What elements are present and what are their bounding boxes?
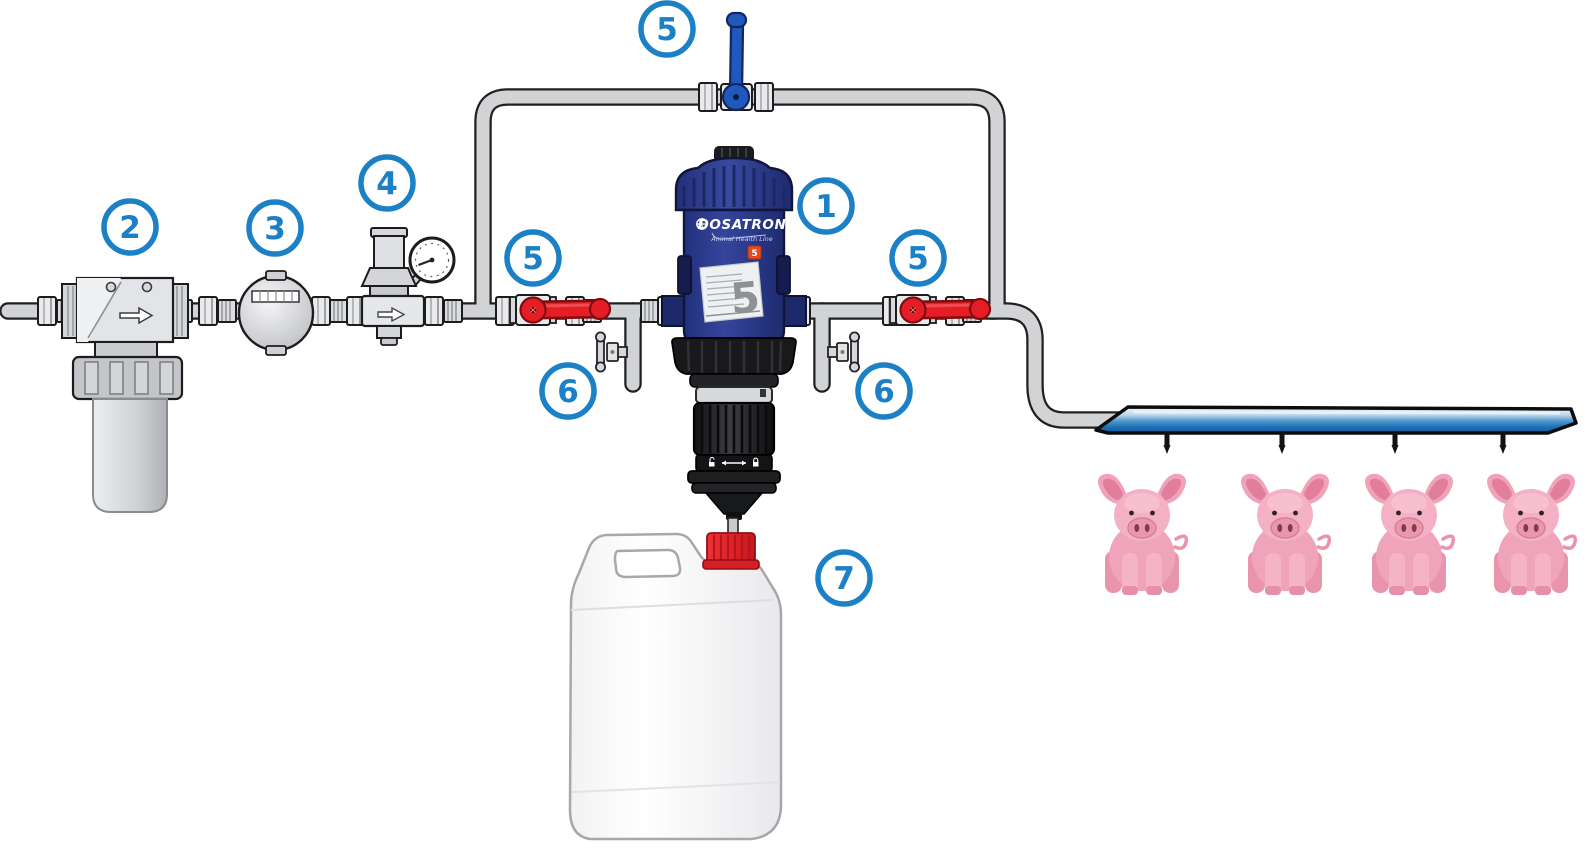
water-filter: [61, 276, 189, 513]
callout-5-bypass: 5: [641, 3, 693, 55]
pump-right-latch: [776, 255, 791, 295]
right-drain-valve: [827, 331, 860, 373]
filter-neck: [94, 341, 158, 358]
pig: [1485, 472, 1578, 597]
pipe-nut: [754, 82, 774, 112]
canister-body: [568, 532, 783, 841]
pig: [1363, 472, 1456, 597]
pump-suction-cone: [704, 492, 764, 515]
pressure-regulator: [360, 227, 456, 346]
dosatron-logo-mark: [696, 218, 708, 230]
drinking-nipple: [1391, 432, 1399, 454]
pump-left-latch: [677, 255, 692, 295]
pig: [1239, 472, 1332, 597]
svg-text:3: 3: [264, 211, 286, 247]
svg-text:5: 5: [656, 12, 678, 48]
pump-badge: 5: [747, 245, 762, 260]
pigs: [1096, 472, 1578, 597]
flow-direction-arrow-icon: [119, 306, 154, 325]
svg-text:5: 5: [751, 249, 757, 259]
left-drain-valve: [595, 331, 628, 373]
callout-6-right: 6: [858, 365, 910, 417]
canister-shoulder-line: [570, 599, 774, 611]
callout-6-left: 6: [542, 365, 594, 417]
concentrate-canister: [568, 532, 783, 841]
pump-size-number: 5: [728, 272, 761, 323]
pump-right-port: [781, 295, 807, 327]
bypass-valve-handle: [728, 15, 745, 96]
callout-7: 7: [818, 552, 870, 604]
pump-spec-label: 5: [699, 261, 764, 324]
meter-body: [237, 274, 315, 352]
regulator-bell: [360, 267, 418, 287]
pig: [1096, 472, 1189, 597]
callout-3: 3: [249, 202, 301, 254]
meter-bottom-tab: [265, 345, 287, 356]
logo-swoosh: [711, 232, 767, 240]
pump-locking-collar: [671, 337, 797, 375]
pump-left-port: [661, 295, 687, 327]
pipe-thread: [329, 299, 349, 323]
meter-top-tab: [265, 270, 287, 281]
pump-lower-flange: [687, 470, 781, 484]
callout-5-downstream: 5: [892, 232, 944, 284]
flow-direction-arrow-icon: [377, 306, 406, 323]
regulator-spring-housing: [373, 235, 405, 269]
pump-brand-text: DOSATRON: [698, 217, 787, 233]
dosatron-pump: DOSATRON Animal Health Line 5 5: [661, 146, 807, 520]
pipe-nut: [198, 296, 218, 326]
trough-highlight: [1132, 410, 1561, 415]
filter-bolt: [105, 281, 117, 293]
pump-band-nub: [760, 389, 766, 397]
double-arrow-icon: [722, 460, 746, 466]
svg-text:7: 7: [833, 561, 855, 597]
svg-text:2: 2: [119, 210, 141, 246]
callout-4: 4: [361, 157, 413, 209]
pump-line-text: Animal Health Line: [710, 235, 773, 243]
pipe-thread: [640, 299, 660, 323]
svg-text:6: 6: [873, 374, 895, 410]
svg-text:5: 5: [907, 241, 929, 277]
pipe-nut: [424, 296, 444, 326]
water-meter: [237, 270, 315, 356]
svg-text:1: 1: [815, 189, 837, 225]
pipe-thread: [217, 299, 237, 323]
drinking-nipple: [1499, 432, 1507, 454]
svg-text:5: 5: [522, 241, 544, 277]
drinking-nipple: [1278, 432, 1286, 454]
lock-icon: [753, 457, 759, 467]
outlet-pipe: [990, 304, 1122, 427]
callout-1: 1: [800, 180, 852, 232]
canister-bottom-line: [571, 781, 781, 793]
pump-collar-ring: [689, 373, 779, 388]
unlock-icon: [709, 456, 715, 467]
pipe-nut: [311, 296, 331, 326]
pump-lock-band: [695, 454, 773, 472]
filter-bolt: [141, 281, 153, 293]
callout-5-upstream: 5: [507, 232, 559, 284]
filter-bowl: [92, 398, 168, 513]
bypass-valve: [698, 11, 774, 112]
svg-text:6: 6: [557, 374, 579, 410]
regulator-bottom-port: [376, 325, 402, 339]
pipe-nut: [698, 82, 718, 112]
canister-cap: [702, 532, 760, 570]
pipe-nut: [37, 296, 57, 326]
drinking-nipple: [1163, 432, 1171, 454]
pressure-gauge: [408, 236, 456, 284]
svg-text:4: 4: [376, 166, 398, 202]
callout-2: 2: [104, 201, 156, 253]
drinking-line: [1094, 405, 1578, 454]
pipe-thread: [443, 299, 463, 323]
